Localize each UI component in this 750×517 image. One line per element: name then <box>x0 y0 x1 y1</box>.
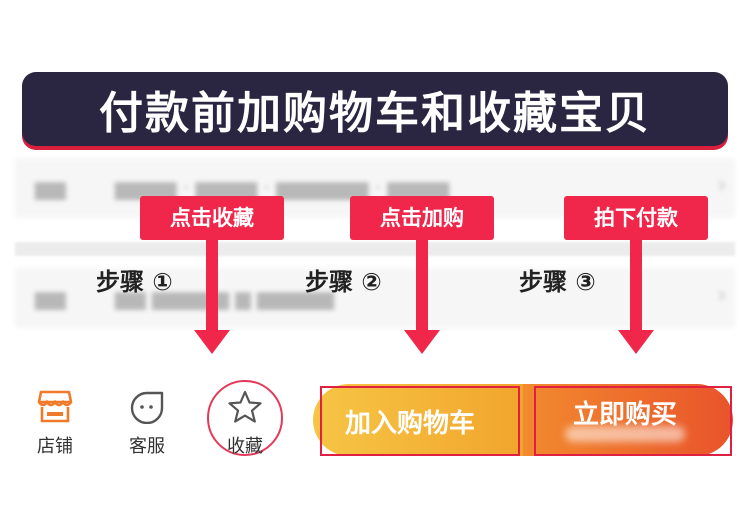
banner-title: 付款前加购物车和收藏宝贝 <box>99 88 651 139</box>
arrow-down-1 <box>206 240 218 332</box>
buy-now-button[interactable] <box>523 384 733 456</box>
arrow-down-2 <box>416 240 428 332</box>
nav-favorite-label: 收藏 <box>227 436 263 457</box>
chevron-right-icon: › <box>716 170 727 200</box>
callout-click-add-cart: 点击加购 <box>350 196 494 240</box>
add-to-cart-label: 加入购物车 <box>345 409 476 439</box>
arrow-head-1 <box>194 330 230 354</box>
cart-highlight-frame <box>320 386 520 456</box>
buy-highlight-frame <box>534 386 732 456</box>
step-label-2: 步骤 ② <box>305 268 382 296</box>
nav-favorite[interactable]: 收藏 <box>210 390 280 458</box>
chat-face-icon <box>130 391 164 425</box>
callout-place-order: 拍下付款 <box>564 196 708 240</box>
favorite-highlight-circle <box>207 380 283 456</box>
step-label-1: 步骤 ① <box>96 268 173 296</box>
chevron-right-icon: › <box>716 280 727 310</box>
title-banner: 付款前加购物车和收藏宝贝 <box>22 72 728 146</box>
add-to-cart-button[interactable] <box>313 384 523 456</box>
arrow-head-3 <box>618 330 654 354</box>
nav-shop-label: 店铺 <box>37 436 73 457</box>
star-icon <box>228 390 262 423</box>
nav-customer-service[interactable]: 客服 <box>112 390 182 458</box>
nav-shop[interactable]: 店铺 <box>20 390 90 458</box>
nav-service-label: 客服 <box>129 436 165 457</box>
blurred-select-row: ▆▆ ▆▆ ▆▆▆▆▆ ▆ ▆▆▆▆▆ › <box>15 268 735 328</box>
blurred-price-text <box>565 426 685 442</box>
arrow-head-2 <box>404 330 440 354</box>
callout-click-favorite: 点击收藏 <box>140 196 284 240</box>
step-label-3: 步骤 ③ <box>519 268 596 296</box>
arrow-down-3 <box>630 240 642 332</box>
buy-now-label: 立即购买 <box>573 400 678 430</box>
shop-icon <box>37 390 73 423</box>
